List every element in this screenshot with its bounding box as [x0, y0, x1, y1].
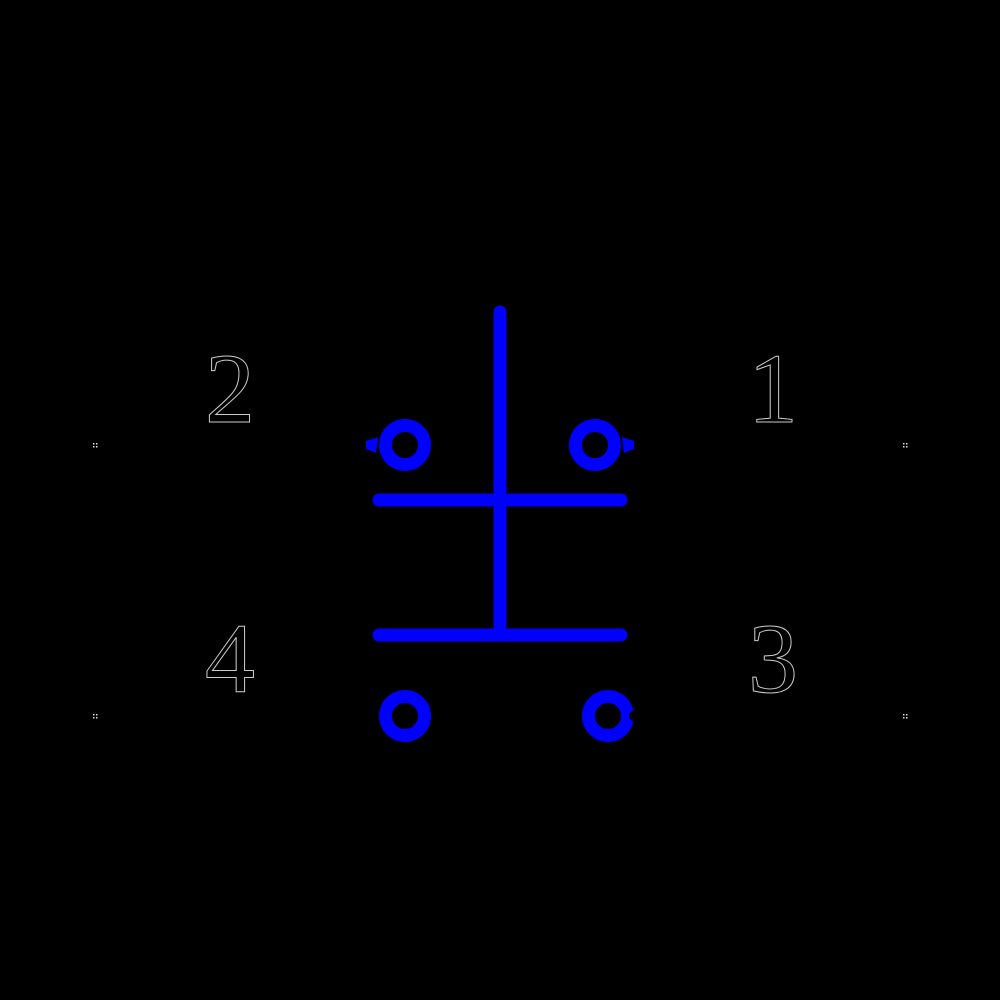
- pad-notch-right: [622, 437, 634, 453]
- pad-top-right-icon: [569, 419, 621, 471]
- pin-label-1: 1: [748, 333, 798, 444]
- pad-top-left-icon: [379, 419, 431, 471]
- pin-label-3: 3: [748, 603, 798, 714]
- pad-bottom-right-icon: [582, 690, 634, 742]
- pin-labels: 2 1 4 3: [205, 333, 799, 715]
- marker-right-bottom: [903, 714, 908, 719]
- pin-label-4: 4: [205, 603, 255, 714]
- marker-right-top: [903, 443, 908, 448]
- marker-left-top: [93, 443, 98, 448]
- contact-lines: [372, 305, 628, 642]
- pads: [366, 419, 639, 742]
- pin-label-2: 2: [205, 333, 255, 444]
- pad-bottom-left-icon: [379, 690, 431, 742]
- marker-left-bottom: [93, 714, 98, 719]
- pad-notch-bottom-right: [629, 711, 639, 721]
- corner-markers: [93, 443, 908, 719]
- pad-notch-left: [366, 437, 378, 453]
